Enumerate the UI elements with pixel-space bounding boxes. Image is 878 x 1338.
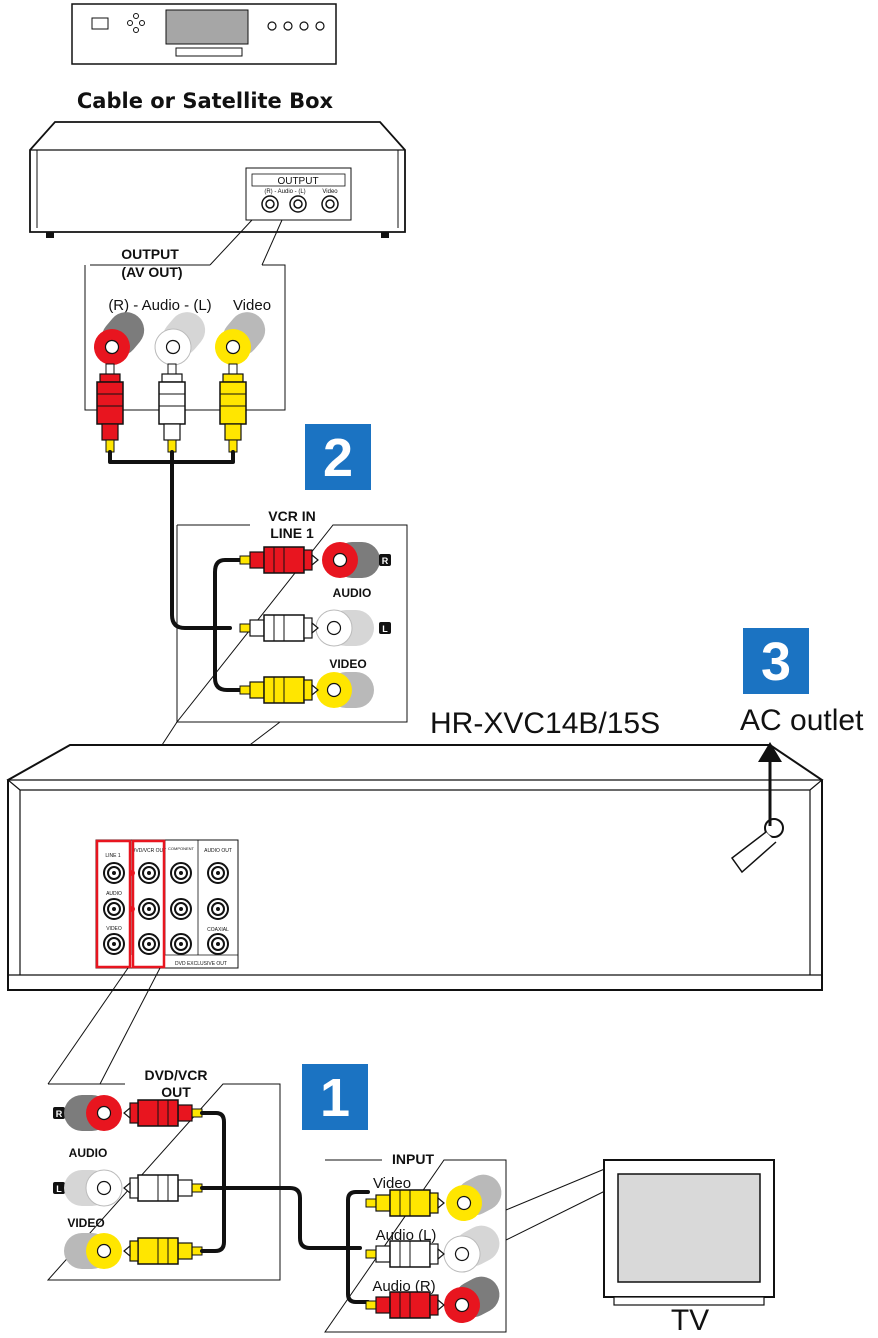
panel-coaxial-label: COAXIAL	[207, 927, 229, 933]
tv-plug-white	[365, 1240, 445, 1268]
vcr-back: LINE 1 DVD/VCR OUT COMPONENT AUDIO OUT A…	[6, 742, 824, 991]
vcr-in-plug-red	[239, 546, 319, 574]
box-plug-white	[158, 363, 186, 453]
tv-audio-r-jack	[437, 1269, 507, 1330]
panel-dvdvcr-label: DVD/VCR OUT	[132, 848, 166, 854]
box-audio-l-jack	[147, 304, 214, 373]
box-output-audio-label: (R) - Audio - (L)	[108, 297, 211, 314]
tv-plug-yellow	[365, 1189, 445, 1217]
panel-line1-label: LINE 1	[105, 853, 121, 859]
box-plug-yellow	[219, 363, 247, 453]
tv-video-jack	[439, 1167, 509, 1228]
vcr-in-video-label: VIDEO	[329, 657, 366, 671]
panel-exclusive-label: DVD EXCLUSIVE OUT	[175, 961, 227, 967]
vcr-in-r-badge: R	[382, 556, 389, 566]
cable-box-label: Cable or Satellite Box	[77, 89, 334, 113]
dvd-out-plug-yellow	[123, 1237, 203, 1265]
box-output-title-1: OUTPUT	[121, 246, 179, 262]
dvd-out-plug-red	[123, 1099, 203, 1127]
dvd-out-audio-label: AUDIO	[69, 1146, 108, 1160]
box-output-callout: OUTPUT (AV OUT) (R) - Audio - (L) Video	[84, 219, 286, 453]
panel-component-label: COMPONENT	[168, 846, 195, 851]
panel-audioout-label: AUDIO OUT	[204, 848, 232, 854]
dvd-out-audio-r-jack	[63, 1094, 123, 1132]
tv-label: TV	[671, 1304, 709, 1337]
panel-audio-label: AUDIO	[106, 891, 122, 897]
vcr-in-plug-yellow	[239, 676, 319, 704]
box-back-audio-label: (R) - Audio - (L)	[264, 189, 305, 195]
tv-plug-red	[365, 1291, 445, 1319]
box-output-title-2: (AV OUT)	[121, 264, 182, 280]
step-1-badge: 1	[302, 1064, 368, 1130]
box-video-jack	[207, 304, 274, 373]
tv-audio-l-jack	[437, 1218, 507, 1279]
cable-box-back: OUTPUT (R) - Audio - (L) Video	[29, 121, 406, 238]
dvd-out-video-label: VIDEO	[67, 1216, 104, 1230]
tv-input-callout: INPUT Video Audio (L) Audio (R)	[324, 1151, 608, 1333]
tv-input-title: INPUT	[392, 1151, 434, 1167]
box-back-video-label: Video	[322, 189, 338, 195]
vcr-in-plug-white	[239, 614, 319, 642]
panel-video-label: VIDEO	[106, 926, 122, 932]
dvd-out-video-jack	[63, 1232, 123, 1270]
tv-input-video-label: Video	[373, 1175, 411, 1192]
tv-input-audio-r-label: Audio (R)	[372, 1278, 435, 1295]
dvd-out-l-badge: L	[56, 1184, 62, 1194]
step-2-number: 2	[323, 428, 353, 488]
dvd-out-audio-l-jack	[63, 1169, 123, 1207]
vcr-in-callout: VCR IN LINE 1 R AUDIO L VIDEO	[99, 508, 408, 841]
step-3-badge: 3	[743, 628, 809, 694]
ac-outlet-label: AC outlet	[740, 704, 864, 737]
box-plug-red	[96, 363, 124, 453]
tv-input-audio-l-label: Audio (L)	[376, 1227, 437, 1244]
cable-box-front	[71, 3, 337, 65]
vcr-in-title-2: LINE 1	[270, 525, 314, 541]
vcr-in-l-badge: L	[382, 624, 388, 634]
vcr-in-title-1: VCR IN	[268, 508, 315, 524]
vcr-in-audio-l-jack	[315, 609, 375, 647]
dvd-out-plug-white	[123, 1174, 203, 1202]
step-3-number: 3	[761, 632, 791, 692]
dvd-out-title-2: OUT	[161, 1084, 191, 1100]
step-1-number: 1	[320, 1068, 350, 1128]
dvd-vcr-out-callout: DVD/VCR OUT R AUDIO L VIDEO	[46, 1067, 281, 1281]
vcr-in-video-jack	[315, 671, 375, 709]
dvd-out-r-badge: R	[56, 1109, 63, 1119]
vcr-in-audio-r-jack	[321, 541, 381, 579]
cable-vcr-to-tv	[200, 1111, 370, 1304]
cable-box-to-vcr	[108, 450, 242, 692]
vcr-model-label: HR-XVC14B/15S	[430, 707, 660, 740]
tv-set	[603, 1159, 775, 1306]
box-output-video-label: Video	[233, 297, 271, 314]
box-audio-r-jack	[86, 304, 153, 373]
box-back-output-label: OUTPUT	[277, 176, 318, 187]
step-2-badge: 2	[305, 424, 371, 490]
vcr-in-audio-label: AUDIO	[333, 586, 372, 600]
dvd-out-title-1: DVD/VCR	[144, 1067, 207, 1083]
